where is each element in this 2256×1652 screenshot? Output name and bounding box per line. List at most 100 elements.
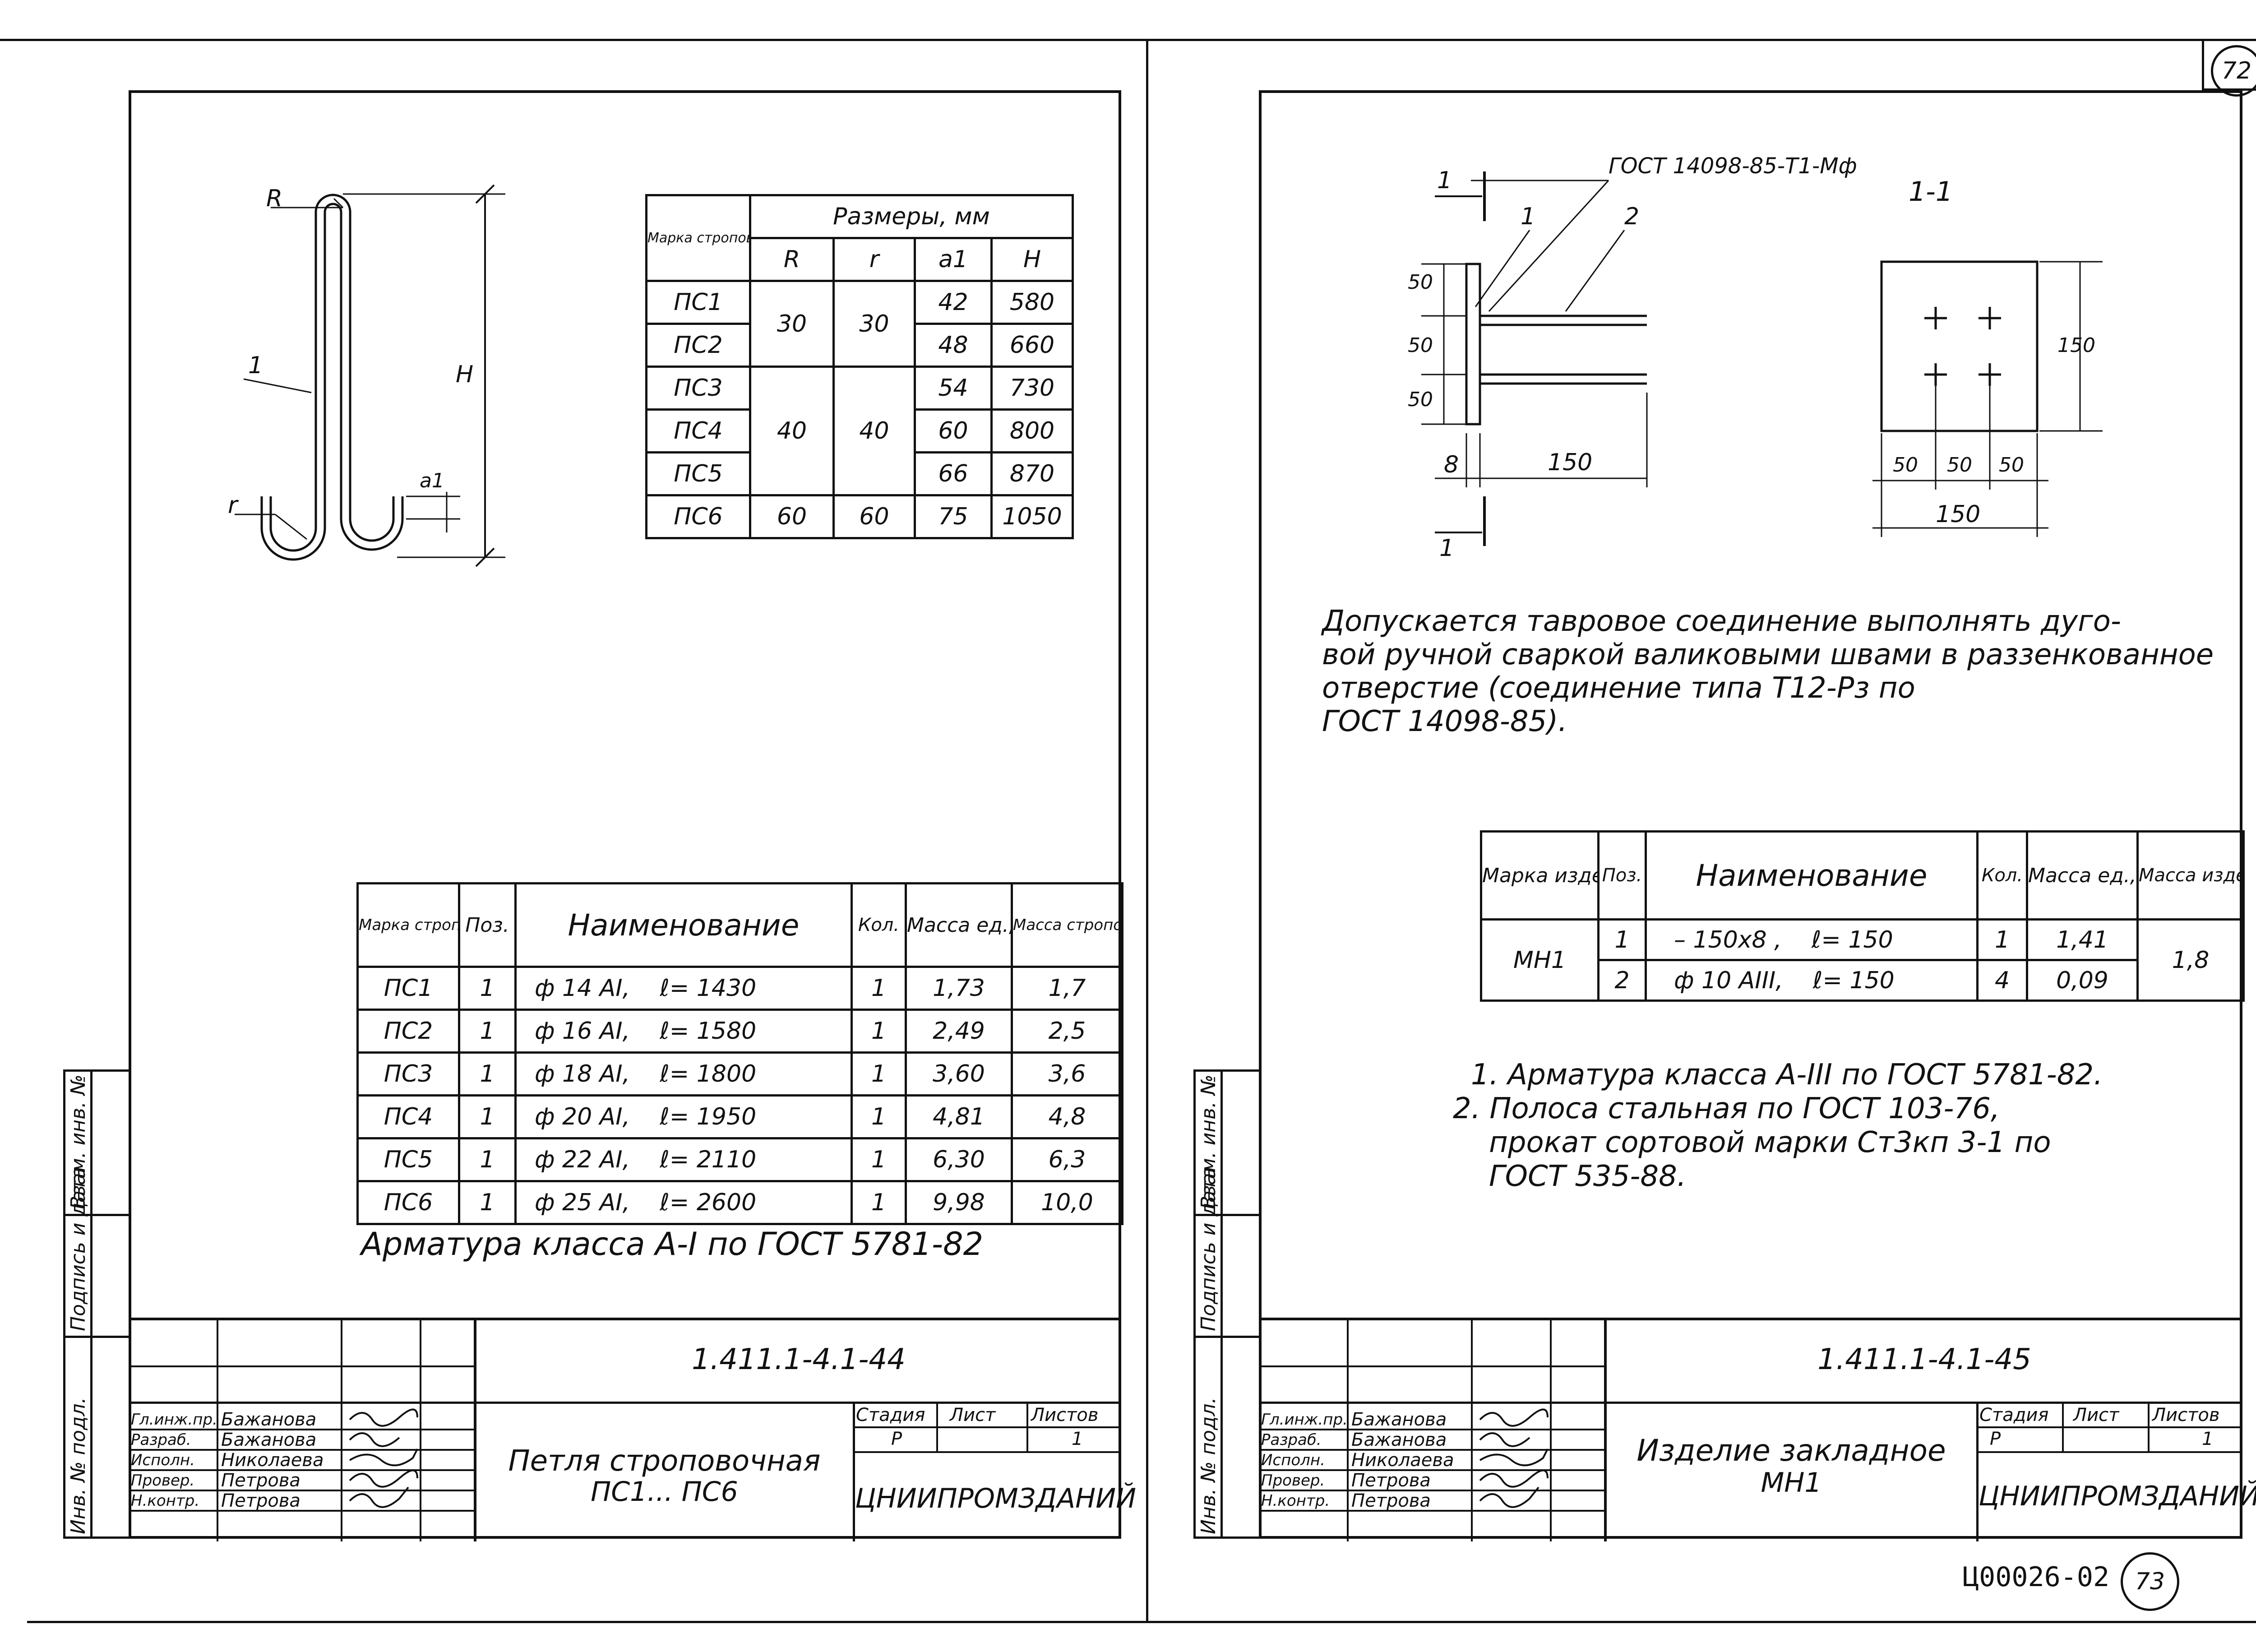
stamp-grid-line [1259, 1365, 1606, 1367]
section-label: 1-1 [1909, 176, 1953, 208]
cut-mark-top: 1 [1437, 167, 1452, 194]
dims-cell: 60 [749, 494, 835, 539]
left-stamp-name: Бажанова [221, 1409, 317, 1430]
right-side-strip-div [1220, 1069, 1223, 1539]
spec-cell: 3,60 [905, 1051, 1013, 1097]
dim-h50-b: 50 [1947, 453, 1972, 477]
stamp-grid-line [129, 1449, 476, 1451]
right-stamp-role: Гл.инж.пр. [1261, 1411, 1348, 1429]
right-stamp-stage-label: Стадия [1979, 1405, 2049, 1425]
stamp-grid-line [1259, 1449, 1606, 1451]
dim-label-r: r [228, 492, 238, 519]
weld-note-3: отверстие (соединение типа Т12-Рз по [1322, 671, 1915, 705]
table-row: ПС1 1 ф 14 АI, ℓ= 1430 1 1,73 1,7 [356, 966, 1123, 1011]
dims-cell: 30 [832, 280, 916, 368]
dim-v50-c: 50 [1408, 388, 1433, 411]
right-signature-marks [1479, 1408, 1549, 1508]
spec-cell: ф 16 АI, ℓ= 1580 [514, 1009, 853, 1054]
right-stamp: 1.411.1-4.1-45 Изделие закладное МН1 Ста… [1259, 1318, 2256, 1541]
stamp-grid-line [1026, 1402, 1028, 1451]
embed-note-2: 2. Полоса стальная по ГОСТ 103-76, [1453, 1092, 2000, 1125]
table-row: МН1 1 – 150х8 , ℓ= 150 1 1,41 1,8 [1480, 918, 2245, 1002]
spec-cell: 10,0 [1011, 1180, 1123, 1225]
spec-header-pos: Поз. [458, 882, 517, 968]
left-stamp-sheets: 1 [1072, 1429, 1083, 1449]
spec-cell: 2,5 [1011, 1009, 1123, 1054]
center-fold [1146, 39, 1148, 1623]
stamp-grid-line [1259, 1469, 1606, 1471]
stamp-grid-line [1550, 1320, 1552, 1541]
table-row: ПС2 1 ф 16 АI, ℓ= 1580 1 2,49 2,5 [356, 1009, 1123, 1054]
right-stamp-role: Исполн. [1261, 1451, 1325, 1469]
pos-label-2: 2 [1624, 203, 1640, 230]
stamp-grid-line [341, 1320, 342, 1541]
dims-cell: 30 [749, 280, 835, 368]
embed-header-mark: Марка изделия [1480, 830, 1600, 921]
dims-cell: 66 [914, 451, 993, 496]
right-side-strip [1193, 1069, 1259, 1539]
right-sheet-frame [1259, 90, 2242, 1539]
stamp-grid-line [1347, 1320, 1349, 1541]
weld-note-2: вой ручной сваркой валиковыми швами в ра… [1322, 638, 2214, 671]
spec-cell: ф 18 АI, ℓ= 1800 [514, 1051, 853, 1097]
stamp-grid-line [474, 1320, 476, 1541]
embed-cell: 1 [1976, 918, 2028, 961]
stamp-grid-line [1604, 1320, 1607, 1541]
spec-header-mass: Масса строповочной петли, кг [1011, 882, 1123, 968]
right-stamp-stage: Р [1990, 1429, 2001, 1449]
left-stamp-role: Разраб. [131, 1431, 191, 1449]
left-stamp-role: Исполн. [131, 1451, 195, 1469]
table-row: ПС1 [645, 280, 751, 325]
table-row: 2 ф 10 АIII, ℓ= 150 4 0,09 [1481, 959, 2244, 1002]
dim-h50-a: 50 [1893, 453, 1918, 477]
spec-cell: 1 [458, 1180, 517, 1225]
dim-v50-b: 50 [1408, 334, 1433, 357]
table-row: ПС3 [645, 366, 751, 411]
spec-cell: ПС4 [356, 1094, 460, 1139]
right-stamp-sheets: 1 [2202, 1429, 2214, 1449]
top-right-frame-tick [2202, 39, 2204, 88]
right-stamp-title-1: Изделие закладное [1637, 1433, 1946, 1468]
spec-cell: ф 25 АI, ℓ= 2600 [514, 1180, 853, 1225]
right-side-div1 [1193, 1214, 1259, 1216]
spec-cell: 1 [458, 966, 517, 1011]
spec-cell: ПС1 [356, 966, 460, 1011]
dims-cell: 54 [914, 366, 993, 411]
dim-label-R: R [266, 185, 283, 212]
embed-header-qty: Кол. [1976, 830, 2028, 921]
dims-col-H: H [990, 237, 1074, 282]
loop-spec-table: Марка строповочной петли Поз. Наименован… [356, 882, 1123, 1225]
spec-cell: 1 [458, 1137, 517, 1182]
dim-length-150: 150 [1548, 449, 1593, 476]
spec-cell: 6,3 [1011, 1137, 1123, 1182]
left-side-div1 [63, 1214, 129, 1216]
left-stamp-sheet-label: Лист [950, 1405, 996, 1425]
left-stamp-sheets-label: Листов [1031, 1405, 1099, 1425]
dims-cell: 660 [990, 323, 1074, 368]
spec-cell: 6,30 [905, 1137, 1013, 1182]
spec-cell: 1 [851, 1094, 907, 1139]
dims-cell: 800 [990, 408, 1074, 453]
right-stamp-code: 1.411.1-4.1-45 [1817, 1343, 2031, 1376]
left-side-strip [63, 1069, 129, 1539]
spec-cell: 1 [851, 1180, 907, 1225]
spec-cell: 1 [458, 1009, 517, 1054]
right-stamp-role: Провер. [1261, 1472, 1325, 1490]
table-row: ПС6 1 ф 25 АI, ℓ= 2600 1 9,98 10,0 [356, 1180, 1123, 1225]
left-stamp-code: 1.411.1-4.1-44 [692, 1343, 906, 1376]
stamp-grid-line [853, 1426, 1121, 1428]
embed-total: 1,8 [2136, 918, 2245, 1002]
embed-cell: 1,41 [2026, 918, 2139, 961]
spec-cell: 4,81 [905, 1094, 1013, 1139]
table-row: ПС6 [645, 494, 751, 539]
stamp-grid-line [1976, 1451, 2242, 1453]
dim-plate-150: 150 [2057, 334, 2095, 357]
spec-header-mark: Марка строповочной петли [356, 882, 460, 968]
right-stamp-sheet-label: Лист [2073, 1405, 2119, 1425]
bottom-rule [27, 1621, 2256, 1623]
stamp-grid-line [936, 1402, 938, 1451]
right-stamp-name: Николаева [1351, 1450, 1454, 1471]
table-row: ПС3 1 ф 18 АI, ℓ= 1800 1 3,60 3,6 [356, 1051, 1123, 1097]
stamp-grid-line [853, 1451, 1121, 1453]
